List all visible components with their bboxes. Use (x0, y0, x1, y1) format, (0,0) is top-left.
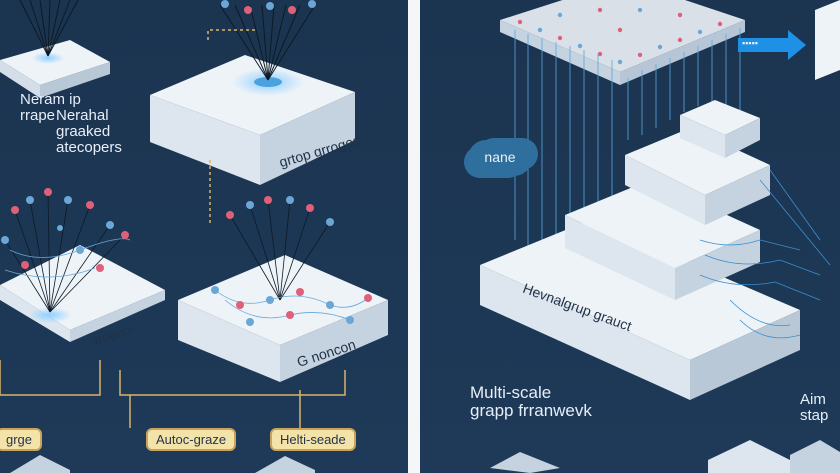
stack-layer-2 (565, 180, 760, 300)
label-top-mid-line3: atecopers (56, 138, 122, 156)
connectors-left (0, 29, 346, 428)
pill-mid: Autoc-graze (146, 428, 237, 451)
label-top-left: Neram ip rrape (20, 92, 81, 124)
arrow-label: ▪▪▪▪▪ (742, 38, 758, 48)
label-top-left-line2: rrape (20, 106, 56, 124)
lattice-dots (517, 7, 723, 65)
bottom-right-cubes (490, 440, 840, 473)
panel-divider (408, 0, 420, 473)
hanging-wires (514, 28, 741, 295)
graph-mid-left (4, 191, 131, 313)
label-framework-line2: grapp frranwevk (470, 400, 592, 420)
block-mid-right (178, 255, 388, 382)
funnel-top-center (219, 4, 316, 81)
pill-left: grge (0, 428, 43, 451)
block-mid-left (0, 245, 165, 342)
cloud-label: nane (484, 149, 516, 165)
lattice-top (500, 0, 745, 85)
label-right-partial-line1: Aim (800, 391, 826, 408)
block-right-edge (815, 0, 840, 80)
label-top-mid-line1: Nerahal (56, 107, 109, 124)
label-top-mid: Nerahal graaked atecopers (56, 108, 122, 155)
label-right-partial: Aim stap (800, 392, 828, 424)
stack-layer-4 (680, 100, 760, 158)
arrow-right (738, 30, 806, 60)
label-top-mid-line2: graaked (56, 122, 111, 140)
nodes-mid-right (211, 196, 372, 326)
block-top-center (150, 55, 355, 185)
label-framework: Multi-scale grapp frranwevk (470, 384, 592, 420)
nodes-top-center (221, 0, 316, 14)
stack-base (480, 220, 800, 400)
nodes-mid-left (1, 188, 129, 272)
label-framework-line1: Multi-scale (470, 383, 552, 402)
stack-wires (699, 169, 831, 339)
cloud-badge: nane (468, 140, 532, 176)
funnel-top-left (19, 0, 79, 57)
pill-right: Helti-seade (270, 428, 356, 451)
label-right-partial-line2: stap (800, 406, 829, 424)
label-top-left-line1: Neram ip (20, 91, 81, 108)
graph-mid-right (214, 199, 369, 321)
block-top-left (0, 40, 110, 98)
stack-layer-3 (625, 128, 770, 225)
bottom-left-cubes (10, 455, 315, 473)
